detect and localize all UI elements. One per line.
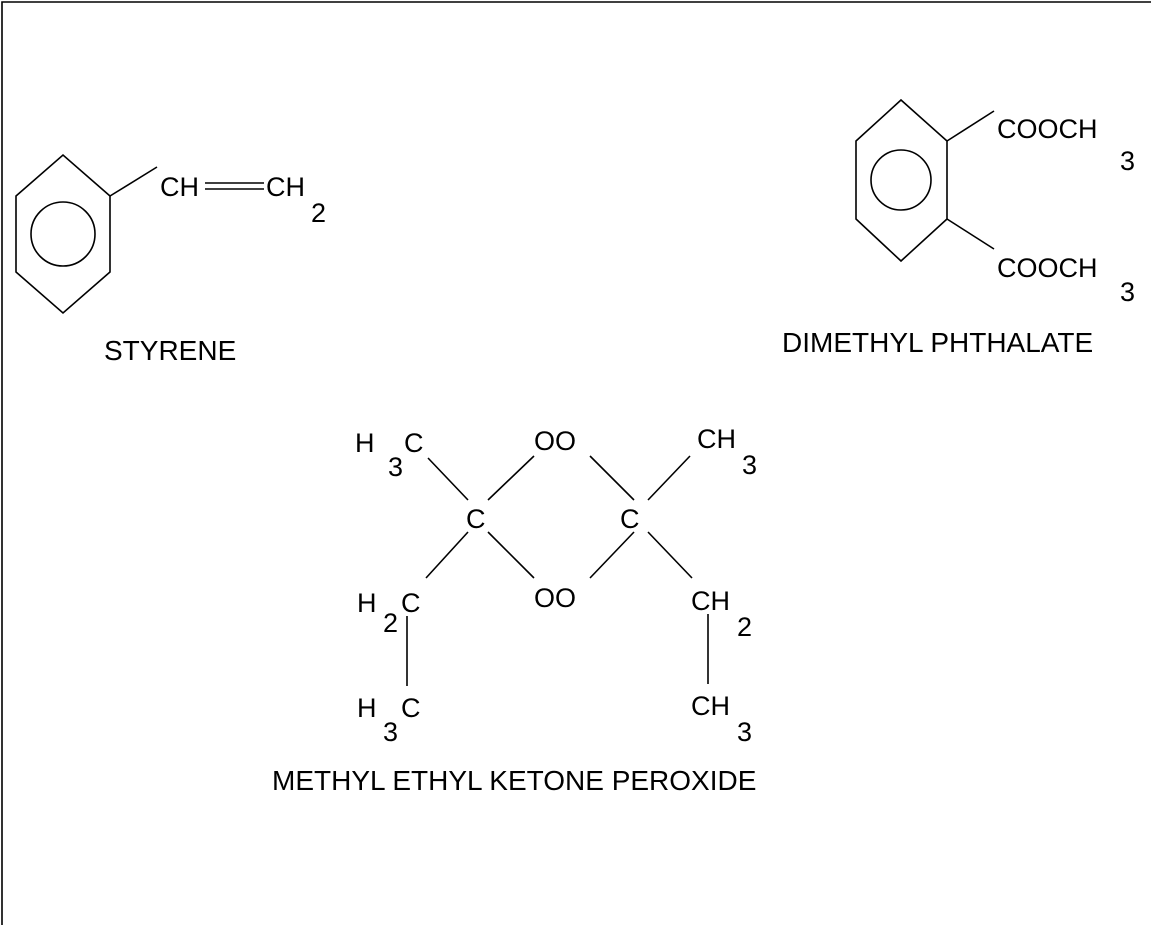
mekp-top-left-methyl-c: C: [404, 428, 424, 458]
mekp-top-left-methyl-h: H: [355, 428, 375, 458]
mekp-top-right-methyl: CH: [697, 424, 736, 454]
mekp-bond-left-carbon-to-top-oxygen: [487, 455, 535, 501]
mekp-name: METHYL ETHYL KETONE PEROXIDE: [272, 765, 756, 796]
styrene-benzene-ring: [15, 153, 111, 315]
mekp-top-left-methyl-sub: 3: [388, 452, 403, 482]
mekp-carbon-right: C: [620, 504, 640, 534]
styrene-ch2-subscript: 2: [311, 198, 326, 228]
phthalate-bottom-ester-label: COOCH: [997, 253, 1098, 283]
mekp-top-right-methyl-sub: 3: [742, 450, 757, 480]
mekp-right-methylene: CH: [691, 586, 730, 616]
styrene-name: STYRENE: [104, 335, 236, 366]
mekp-bond-methyl-to-left-carbon: [427, 457, 469, 501]
mekp-bond-right-carbon-to-methylene: [647, 531, 693, 579]
mekp-peroxide-top: OO: [534, 426, 576, 456]
phthalate-benzene-ring: [855, 98, 948, 263]
mekp-right-methyl-sub: 3: [737, 717, 752, 747]
mekp-left-methyl-h: H: [357, 693, 377, 723]
mekp-left-methylene-h: H: [357, 588, 377, 618]
mekp-left-methyl-c: C: [401, 693, 421, 723]
mekp-bond-bottom-oxygen-to-right-carbon: [589, 531, 635, 579]
styrene-ch2-label: CH: [266, 172, 305, 202]
dimethyl-phthalate-structure: COOCH 3 COOCH 3 DIMETHYL PHTHALATE: [782, 98, 1135, 358]
mekp-right-methyl: CH: [691, 691, 730, 721]
mekp-left-methyl-sub: 3: [383, 717, 398, 747]
phthalate-top-ester-subscript: 3: [1120, 146, 1135, 176]
mekp-bond-top-oxygen-to-right-carbon: [589, 455, 635, 501]
mekp-left-methylene-c: C: [401, 588, 421, 618]
mekp-bond-right-carbon-to-methyl: [647, 455, 691, 501]
styrene-ch-label: CH: [160, 172, 199, 202]
dimethyl-phthalate-name: DIMETHYL PHTHALATE: [782, 327, 1093, 358]
styrene-ring-to-vinyl-bond: [109, 166, 158, 197]
mekp-bond-left-carbon-to-bottom-oxygen: [487, 531, 535, 579]
mekp-structure: H 3 C OO CH 3 C C OO H 2 C CH 2 H 3 C CH…: [272, 424, 757, 796]
mekp-peroxide-bottom: OO: [534, 583, 576, 613]
phthalate-top-ester-bond: [946, 110, 995, 142]
phthalate-bottom-ester-subscript: 3: [1120, 277, 1135, 307]
mekp-right-methylene-sub: 2: [737, 612, 752, 642]
mekp-bond-left-carbon-to-methylene: [425, 531, 469, 579]
phthalate-aromatic-circle: [870, 149, 932, 211]
phthalate-bottom-ester-bond: [946, 218, 995, 250]
styrene-structure: CH CH 2 STYRENE: [15, 153, 326, 366]
mekp-carbon-left: C: [466, 504, 486, 534]
phthalate-top-ester-label: COOCH: [997, 114, 1098, 144]
mekp-left-methylene-sub: 2: [383, 608, 398, 638]
styrene-aromatic-circle: [30, 201, 96, 267]
